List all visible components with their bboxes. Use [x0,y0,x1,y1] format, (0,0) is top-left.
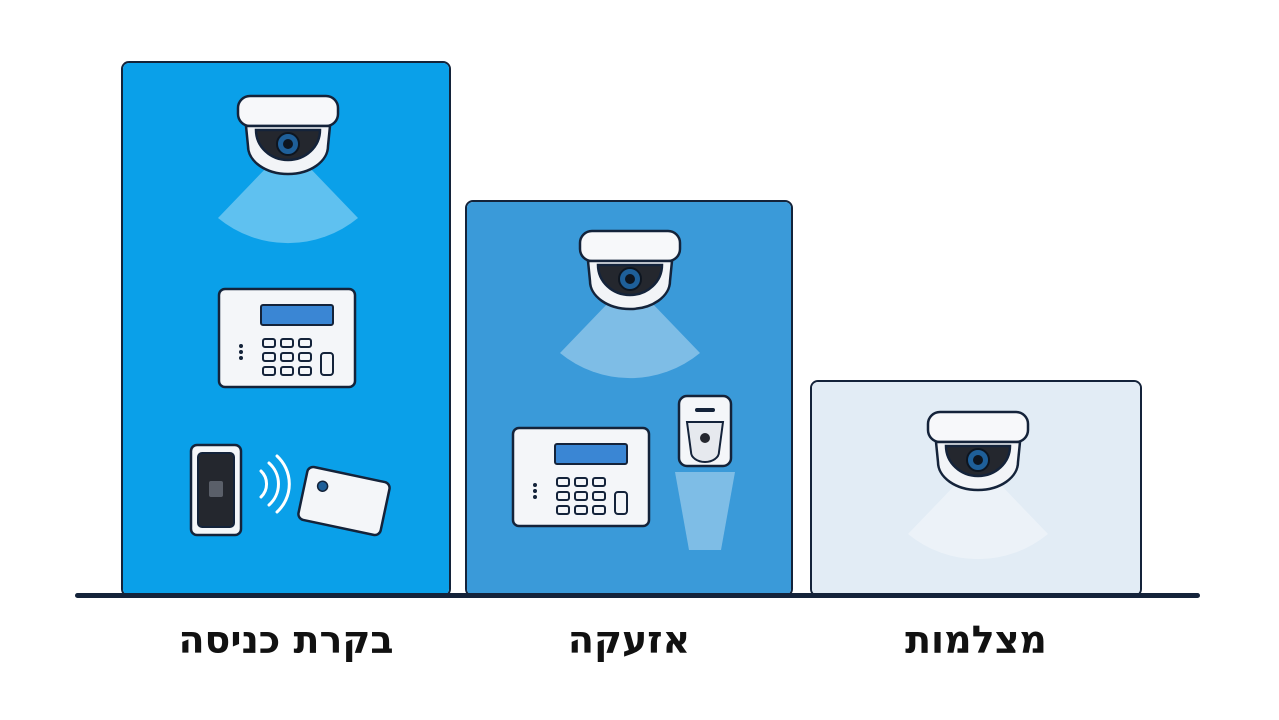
tier-alarm [465,200,793,597]
card-reader-icon [189,443,243,537]
tier-label-access-control: בקרת כניסה [178,618,394,662]
tier-label-alarm: אזעקה [567,618,691,662]
alarm-keypad-icon [217,287,357,389]
rfid-signal-icon [259,454,291,514]
tier-label-cameras: מצלמות [905,618,1047,662]
tier-access-control [121,61,451,597]
access-card-icon [297,465,391,537]
motion-sensor-icon [675,394,735,550]
alarm-keypad-icon [511,426,651,528]
baseline [75,593,1200,598]
tier-cameras [810,380,1142,597]
